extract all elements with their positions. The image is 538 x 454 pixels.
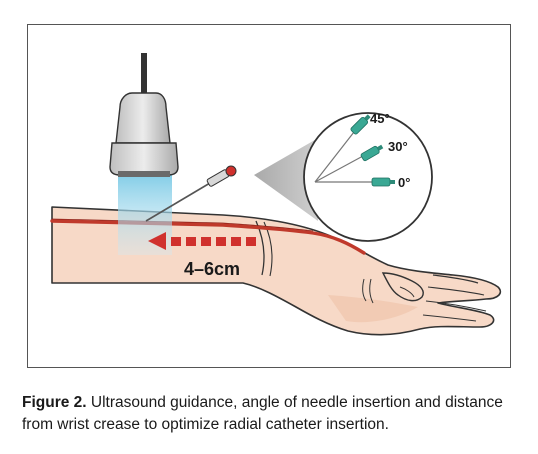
needle-icon: [145, 165, 237, 222]
angle-detail-circle: [303, 112, 433, 242]
angle-label-45: 45°: [370, 111, 390, 126]
angle-label-0: 0°: [398, 175, 410, 190]
figure-caption: Figure 2. Ultrasound guidance, angle of …: [22, 392, 522, 436]
angle-label-30: 30°: [388, 139, 408, 154]
illustration: 4–6cm 45° 30° 0°: [50, 53, 502, 336]
magnification-cone: [254, 137, 320, 221]
caption-label: Figure 2.: [22, 394, 87, 411]
radial-artery: [50, 218, 366, 255]
figure-panel: 4–6cm 45° 30° 0°: [27, 24, 511, 368]
ultrasound-probe-icon: [109, 53, 179, 177]
caption-text: Ultrasound guidance, angle of needle ins…: [22, 394, 503, 433]
distance-label: 4–6cm: [184, 259, 240, 279]
distance-arrow: [148, 232, 256, 250]
